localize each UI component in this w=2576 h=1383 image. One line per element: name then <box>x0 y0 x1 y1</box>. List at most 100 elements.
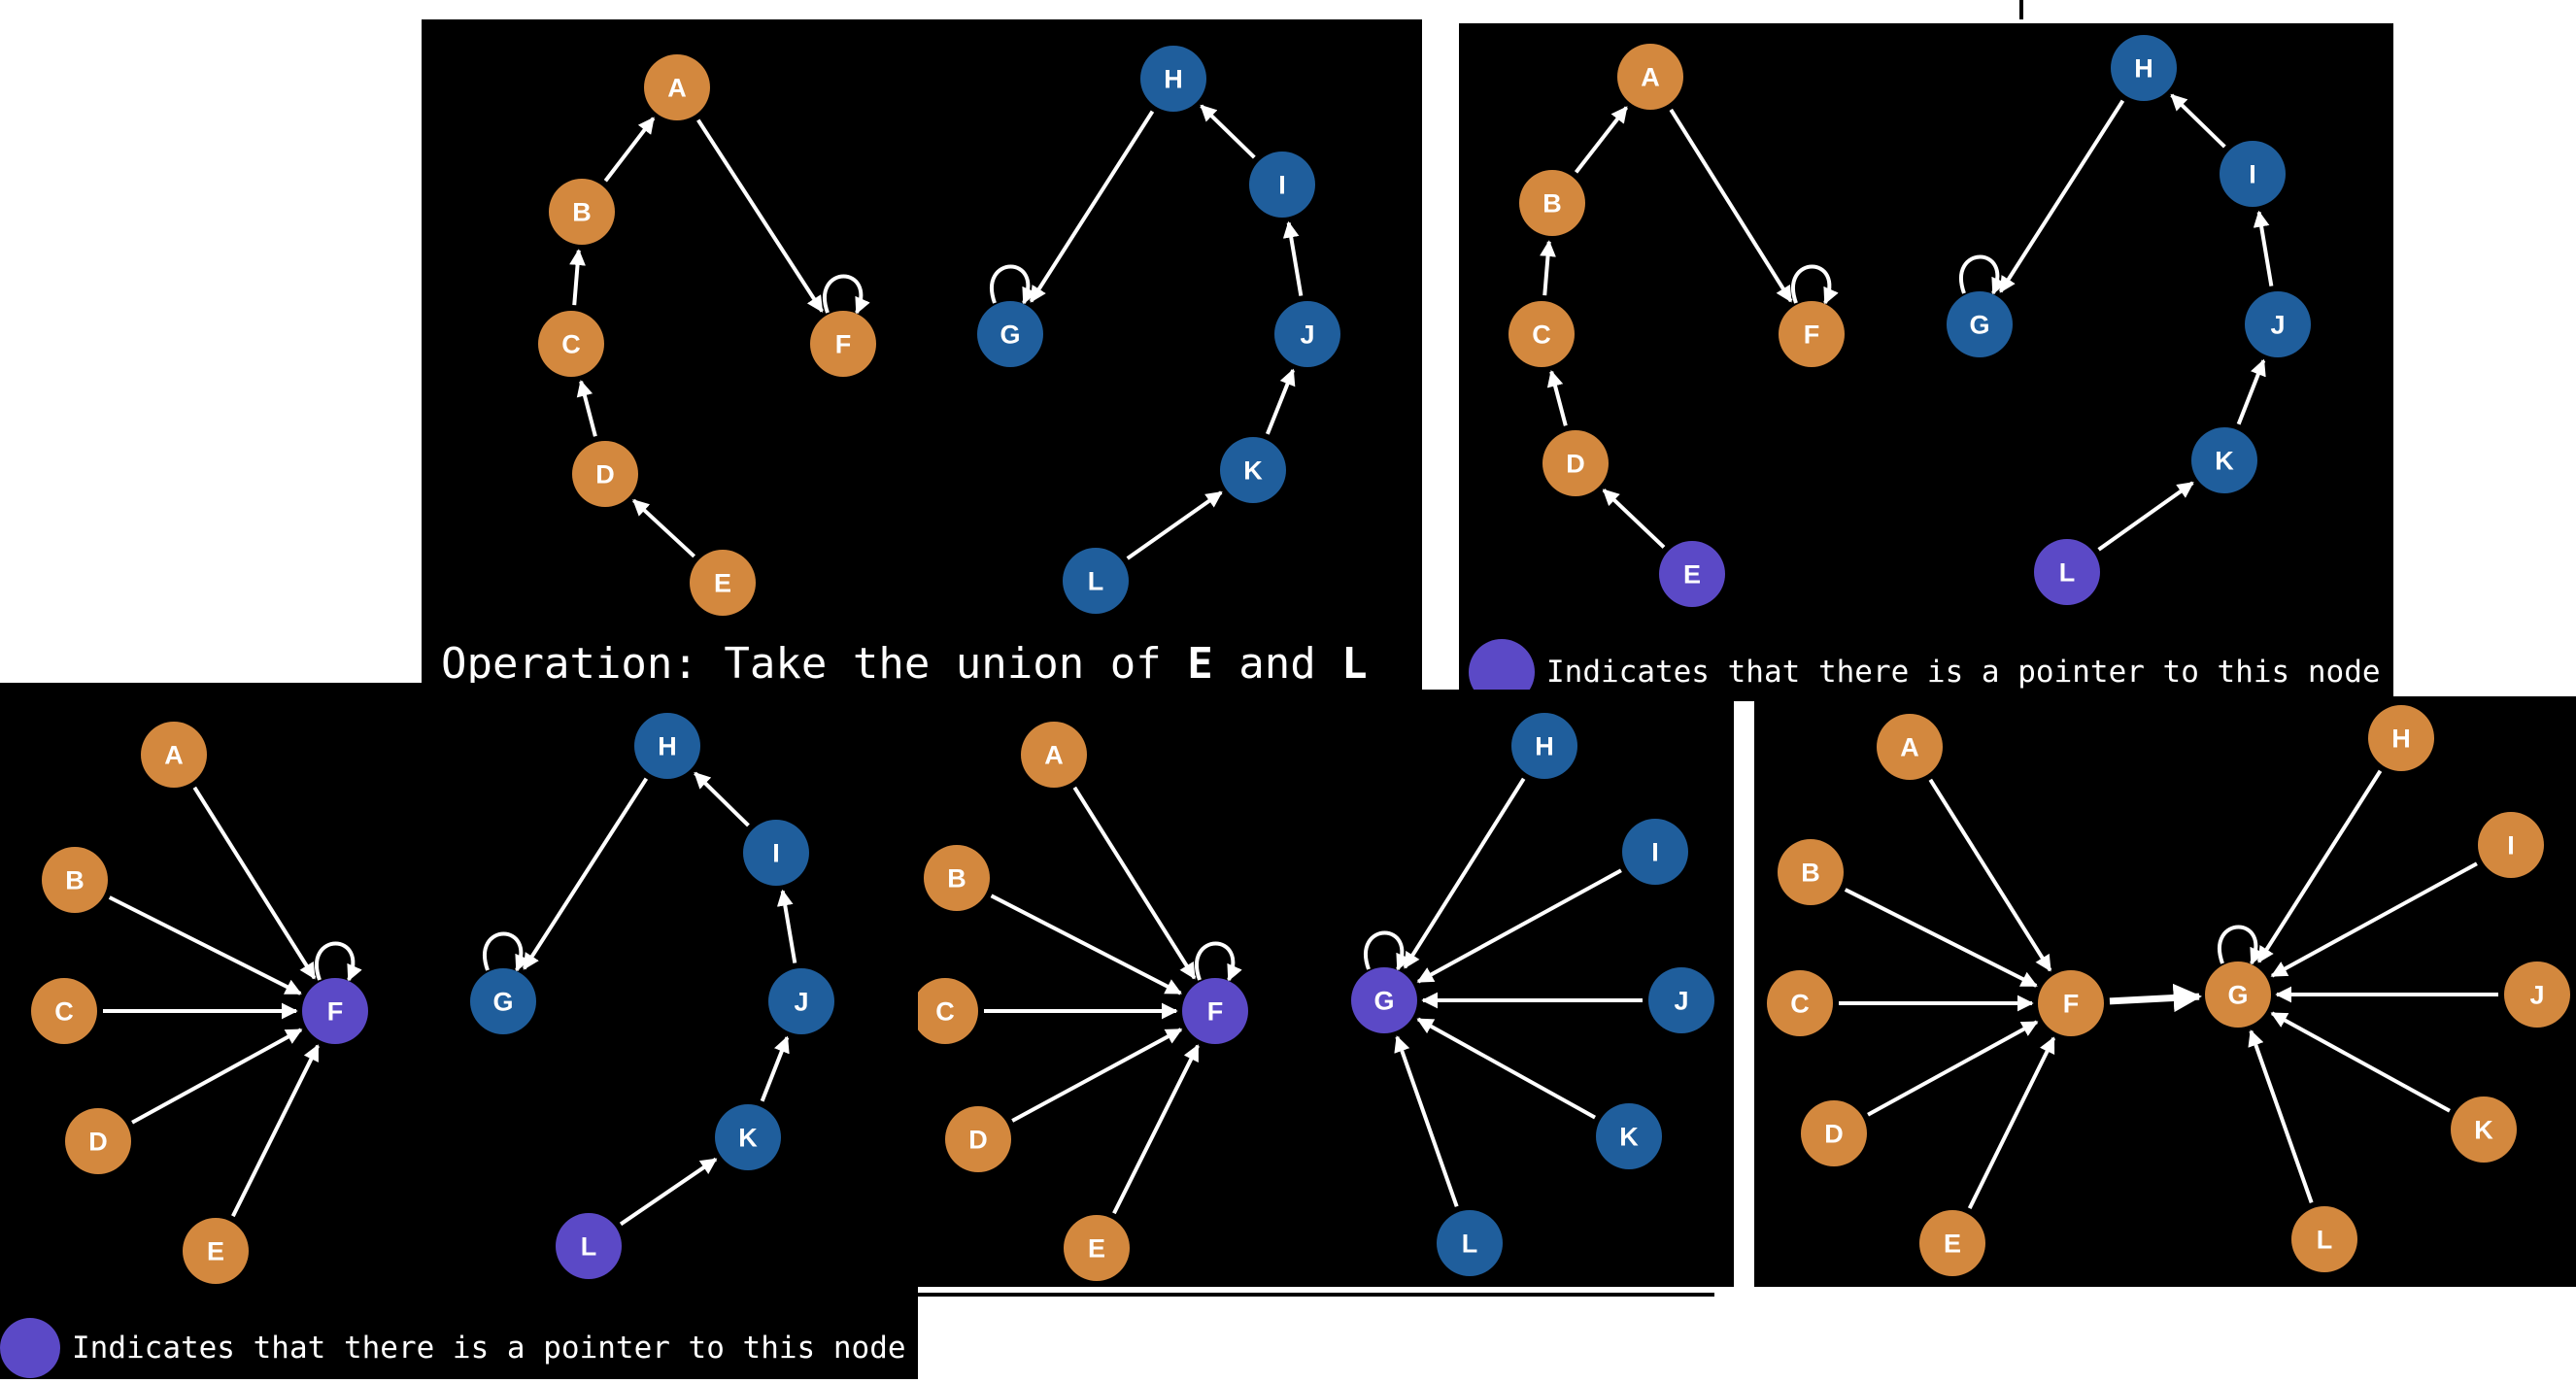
node-F-circle <box>1779 301 1845 367</box>
node-L-label: L <box>1462 1230 1478 1259</box>
node-H-circle <box>2111 35 2177 101</box>
node-D-circle <box>1801 1100 1867 1166</box>
legend-text: Indicates that there is a pointer to thi… <box>72 1331 906 1366</box>
node-D-label: D <box>968 1126 988 1155</box>
node-F-circle <box>1182 978 1248 1044</box>
node-F-label: F <box>1207 997 1224 1027</box>
edge-F-to-G <box>2109 983 2202 1013</box>
node-L-circle <box>556 1213 622 1279</box>
self-loop-G <box>990 264 1037 305</box>
node-L-circle <box>2034 539 2100 605</box>
node-K: K <box>1596 1103 1662 1169</box>
node-I: I <box>743 820 809 886</box>
node-B-circle <box>924 845 990 911</box>
node-I-label: I <box>772 839 780 868</box>
node-E-label: E <box>207 1237 224 1266</box>
node-L: L <box>2291 1206 2357 1272</box>
node-C-label: C <box>1532 320 1551 350</box>
node-E-label: E <box>1088 1234 1105 1264</box>
node-B: B <box>549 179 615 245</box>
node-D-label: D <box>88 1128 108 1157</box>
edge-J-to-I <box>2253 210 2274 287</box>
caption-second-node: L <box>1341 639 1368 689</box>
self-loop-F <box>315 941 362 982</box>
node-G-circle <box>1947 291 2013 357</box>
node-I: I <box>2220 141 2286 207</box>
edge-J-to-I <box>776 889 797 963</box>
node-L-label: L <box>581 1232 597 1262</box>
node-K-circle <box>715 1104 781 1170</box>
node-E: E <box>1659 541 1725 607</box>
edge-H-to-G <box>2256 769 2383 963</box>
node-E: E <box>1919 1210 1985 1276</box>
edge-E-to-D <box>631 498 696 558</box>
edge-A-to-F <box>1669 108 1793 303</box>
node-D-circle <box>1542 430 1609 496</box>
node-A-label: A <box>1900 733 1919 762</box>
node-B-circle <box>549 179 615 245</box>
node-J-label: J <box>2529 981 2544 1010</box>
edge-A-to-F <box>192 786 317 980</box>
node-A: A <box>644 54 710 120</box>
node-G-label: G <box>1373 987 1394 1016</box>
node-A-circle <box>1877 714 1943 780</box>
node-K: K <box>2191 427 2257 493</box>
node-D-label: D <box>1824 1120 1844 1149</box>
edge-I-to-H <box>1200 104 1256 159</box>
node-H-label: H <box>2134 54 2153 84</box>
node-B: B <box>1519 170 1585 236</box>
edge-A-to-F <box>696 118 824 313</box>
node-E-circle <box>1919 1210 1985 1276</box>
caption-middle: and <box>1212 639 1342 689</box>
node-C-circle <box>1767 970 1833 1036</box>
node-I-circle <box>2478 812 2544 878</box>
edge-A-to-F <box>1072 786 1197 980</box>
node-A-label: A <box>1641 63 1660 92</box>
node-J-circle <box>1274 301 1340 367</box>
edge-B-to-A <box>1574 106 1629 174</box>
edge-K-to-J <box>760 1035 790 1102</box>
node-G: G <box>977 301 1043 367</box>
node-C-circle <box>31 978 97 1044</box>
edge-E-to-F <box>231 1044 320 1218</box>
node-A-circle <box>1021 722 1087 788</box>
node-L-label: L <box>1088 567 1104 596</box>
node-I-circle <box>2220 141 2286 207</box>
node-D: D <box>572 441 638 507</box>
node-J: J <box>2504 961 2570 1028</box>
operation-caption: Operation: Take the union of E and L <box>441 639 1368 689</box>
node-B-circle <box>1519 170 1585 236</box>
node-D-label: D <box>595 460 615 489</box>
self-loop-G <box>1364 930 1411 971</box>
edge-E-to-F <box>1967 1036 2056 1210</box>
node-B-circle <box>42 847 108 913</box>
edge-B-to-F <box>1844 888 2038 988</box>
node-I-circle <box>743 820 809 886</box>
node-C-label: C <box>1790 990 1810 1019</box>
self-loop-G <box>1959 254 2007 295</box>
node-K-label: K <box>738 1124 758 1153</box>
node-G-label: G <box>492 988 513 1017</box>
node-H: H <box>2111 35 2177 101</box>
legend-text: Indicates that there is a pointer to thi… <box>1546 655 2381 690</box>
node-K-label: K <box>2474 1116 2493 1145</box>
node-K-circle <box>2451 1096 2517 1163</box>
edge-L-to-G <box>1394 1035 1459 1207</box>
node-I-label: I <box>1651 838 1659 867</box>
node-F-label: F <box>1804 320 1820 350</box>
node-D-label: D <box>1566 450 1585 479</box>
node-F-circle <box>302 978 368 1044</box>
node-H-label: H <box>2391 725 2411 754</box>
node-I-circle <box>1622 819 1688 885</box>
node-H-circle <box>1140 46 1206 112</box>
node-J-circle <box>2245 291 2311 357</box>
node-F: F <box>1182 978 1248 1044</box>
node-K-label: K <box>1619 1123 1639 1152</box>
node-I: I <box>2478 812 2544 878</box>
node-C-label: C <box>561 330 581 359</box>
node-D-circle <box>945 1106 1011 1172</box>
edge-H-to-G <box>1998 99 2125 293</box>
node-F: F <box>2038 970 2104 1036</box>
node-D-circle <box>572 441 638 507</box>
